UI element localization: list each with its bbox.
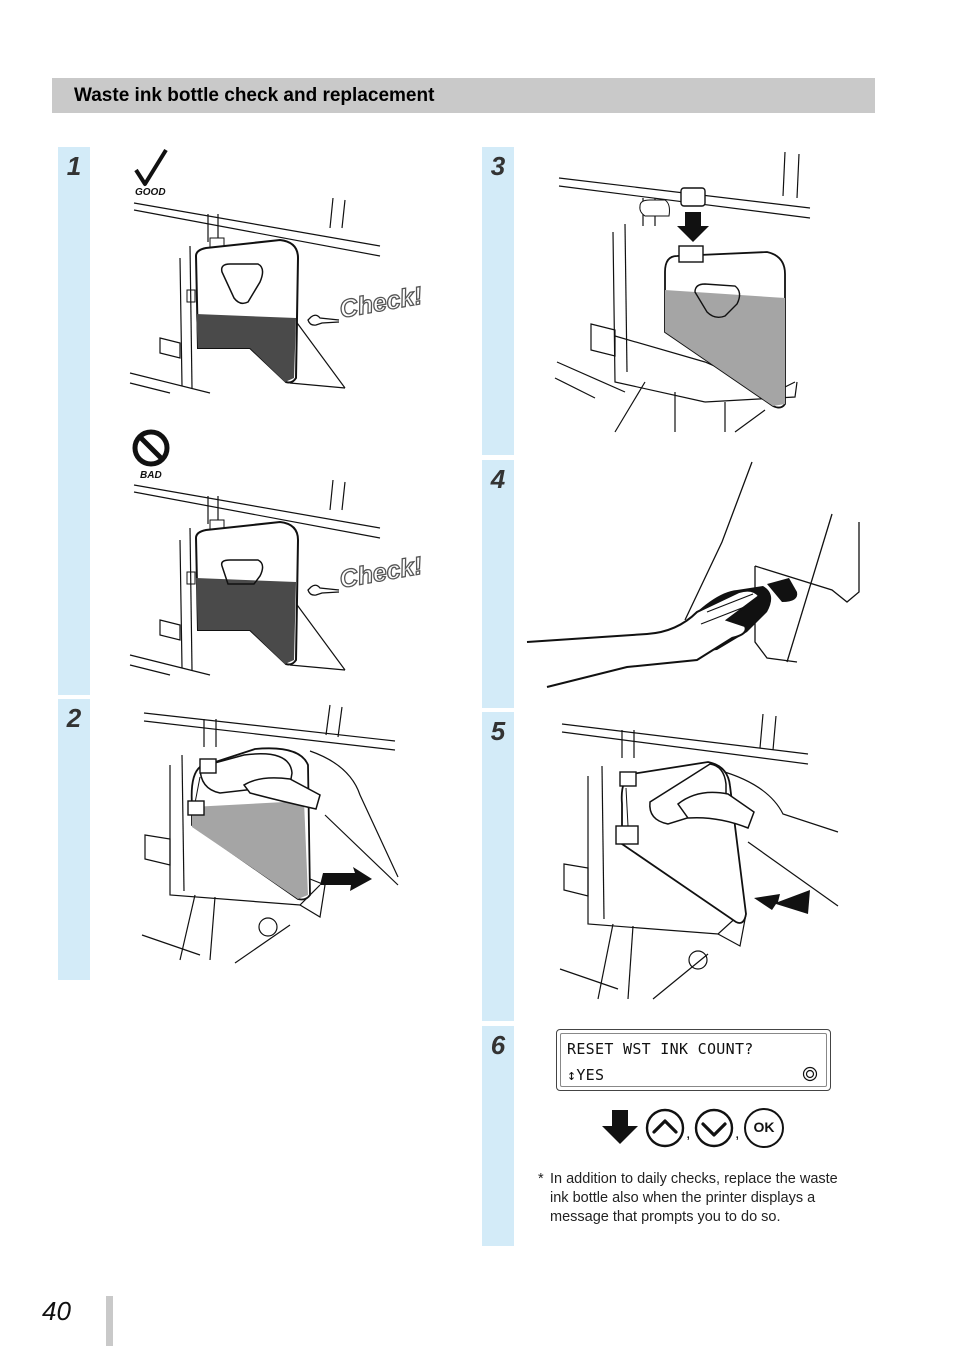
key-separator: ,: [686, 1125, 691, 1142]
arrow-down-icon: [602, 1110, 638, 1144]
step-bar-2: 2: [58, 699, 90, 980]
lcd-line-1: RESET WST INK COUNT?: [567, 1040, 754, 1058]
step-number: 6: [490, 1030, 506, 1060]
good-label: GOOD: [135, 187, 166, 198]
wipe-nozzle-illustration: [526, 461, 860, 688]
checkmark-icon: [134, 148, 168, 186]
down-key-icon[interactable]: [694, 1108, 734, 1148]
footnote-text: In addition to daily checks, replace the…: [550, 1171, 838, 1225]
step-bar-3: 3: [482, 147, 514, 455]
section-header: Waste ink bottle check and replacement: [52, 78, 875, 113]
pointing-hand-icon: [307, 584, 340, 596]
install-new-bottle-illustration: [559, 713, 839, 1000]
remove-bottle-illustration: [141, 704, 399, 964]
page-number-divider: [106, 1296, 113, 1346]
step-bar-4: 4: [482, 460, 514, 708]
cap-old-bottle-illustration: [554, 151, 811, 433]
step-number: 3: [490, 151, 506, 181]
waste-bottle-bad-illustration: [129, 479, 381, 676]
section-title: Waste ink bottle check and replacement: [74, 85, 435, 106]
prohibited-icon: [132, 429, 170, 467]
pointing-hand-icon: [307, 314, 340, 326]
step-number: 2: [66, 703, 82, 733]
lcd-display: RESET WST INK COUNT? ↕YES: [556, 1029, 831, 1091]
key-separator: ,: [735, 1125, 740, 1142]
step-bar-6: 6: [482, 1026, 514, 1246]
lcd-screen: RESET WST INK COUNT? ↕YES: [560, 1033, 827, 1087]
ok-key-button[interactable]: OK: [744, 1108, 784, 1148]
confirm-circle-icon: [802, 1066, 818, 1082]
step-number: 4: [490, 464, 506, 494]
lcd-line-2: ↕YES: [567, 1066, 605, 1084]
up-key-icon[interactable]: [645, 1108, 685, 1148]
footnote-marker: *: [538, 1171, 544, 1187]
page-number: 40: [42, 1296, 71, 1326]
waste-bottle-good-illustration: [129, 197, 381, 394]
step-bar-1: 1: [58, 147, 90, 695]
bad-label: BAD: [140, 470, 162, 481]
step-number: 1: [66, 151, 82, 181]
step-bar-5: 5: [482, 712, 514, 1021]
step-number: 5: [490, 716, 506, 746]
